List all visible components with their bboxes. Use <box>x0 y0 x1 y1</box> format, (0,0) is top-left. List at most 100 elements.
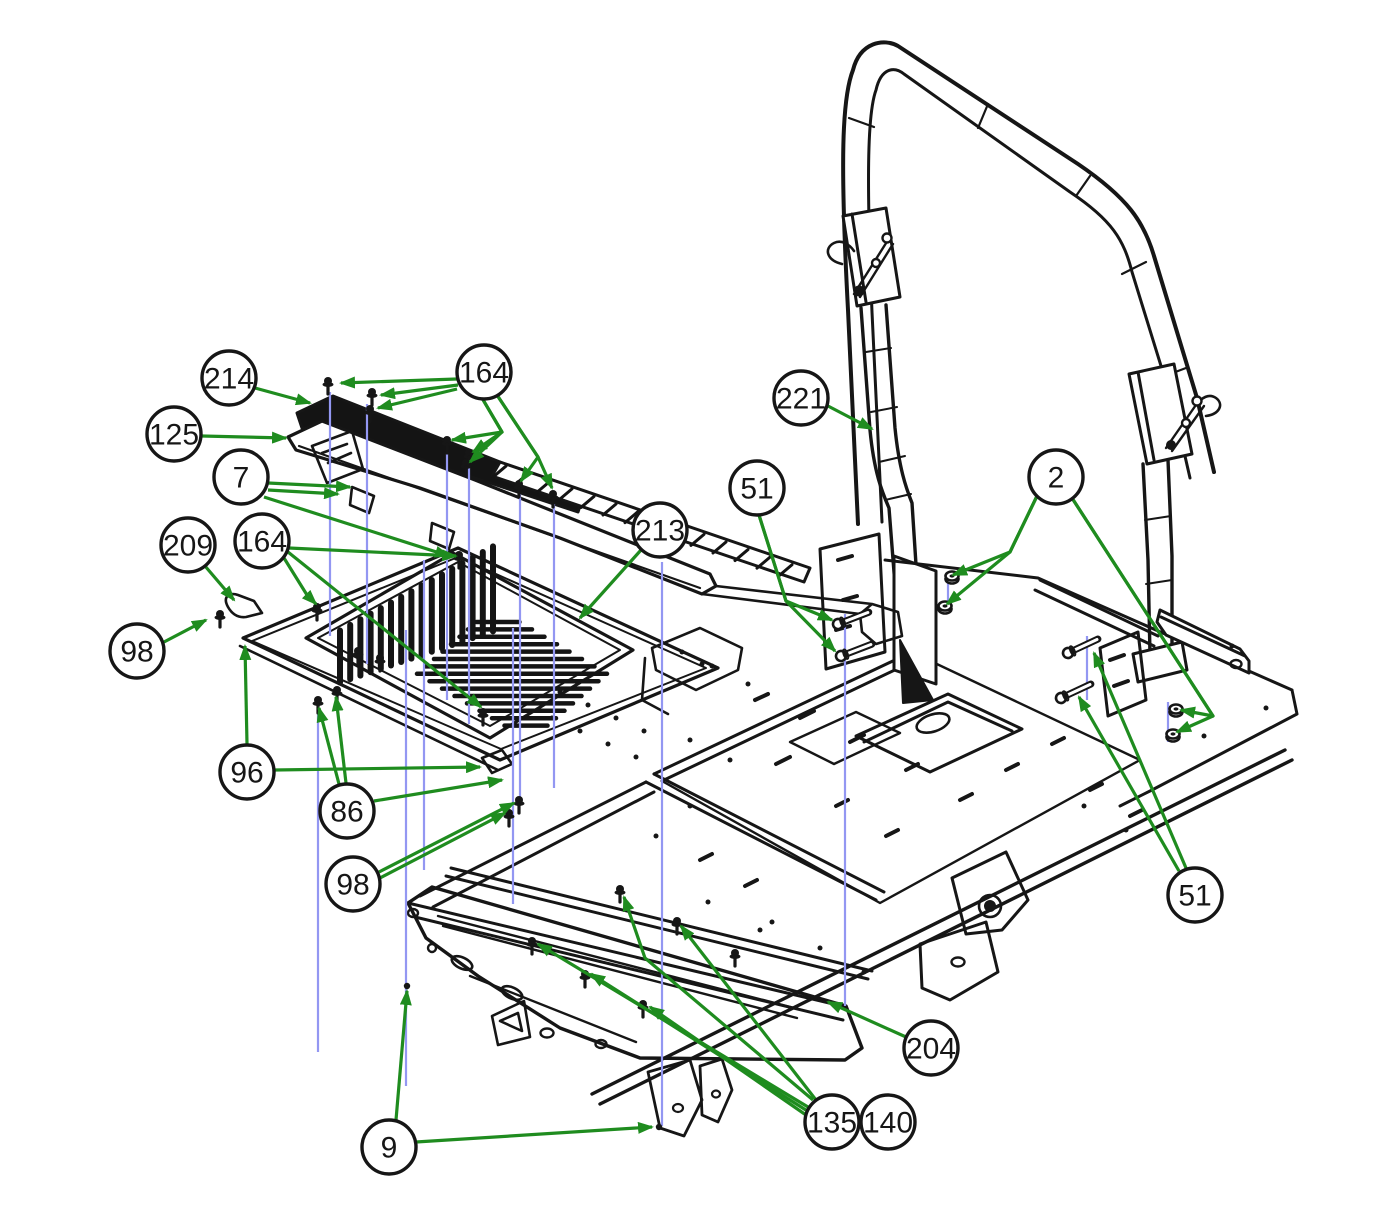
screw-fastener <box>614 885 626 904</box>
leader-arrow-135 <box>622 895 815 1102</box>
leader-arrows <box>163 376 1215 1144</box>
screw-fastener <box>322 377 334 396</box>
balloon-circle-2[interactable] <box>1027 448 1085 506</box>
balloon-circle-98-lower[interactable] <box>324 855 382 913</box>
dot-fastener <box>655 1123 663 1131</box>
bolt-fastener <box>834 640 876 663</box>
screw-fastener <box>513 796 525 815</box>
leader-arrow-135 <box>648 1005 807 1117</box>
leader-arrow-9 <box>394 989 412 1121</box>
nut-fastener <box>1168 703 1184 718</box>
balloon-2[interactable]: 2 <box>1027 448 1085 506</box>
screw-fastener <box>311 603 323 622</box>
balloon-circle-164-top[interactable] <box>455 343 513 401</box>
leader-arrow-98-left <box>163 618 208 644</box>
floor-plate <box>286 419 904 646</box>
balloon-label-204: 204 <box>906 1033 956 1066</box>
balloon-7[interactable]: 7 <box>212 448 270 506</box>
screw-fastener <box>364 405 376 424</box>
balloon-9[interactable]: 9 <box>360 1118 418 1176</box>
leader-arrow-7 <box>267 480 352 493</box>
balloon-96[interactable]: 96 <box>218 743 276 801</box>
balloon-164-left[interactable]: 164 <box>233 512 291 570</box>
balloon-circle-51-right[interactable] <box>1166 866 1224 924</box>
leader-arrow-51-right <box>1077 695 1181 872</box>
balloon-140[interactable]: 140 <box>859 1093 917 1151</box>
balloon-circle-125[interactable] <box>145 405 203 463</box>
leader-arrow-204 <box>826 1000 907 1039</box>
balloon-circle-214[interactable] <box>200 349 258 407</box>
balloon-135[interactable]: 135 <box>803 1093 861 1151</box>
balloon-125[interactable]: 125 <box>145 405 203 463</box>
leader-arrow-213 <box>578 548 643 620</box>
floor-tray <box>224 546 720 775</box>
leader-arrow-214 <box>254 386 312 406</box>
balloon-label-164-top: 164 <box>459 357 509 390</box>
chassis-frame <box>406 532 1299 1138</box>
balloon-circle-86[interactable] <box>318 782 376 840</box>
leader-arrow-2 <box>945 495 1039 606</box>
leader-arrow-125 <box>201 431 288 444</box>
balloon-209[interactable]: 209 <box>159 516 217 574</box>
balloon-circle-51-left[interactable] <box>728 459 786 517</box>
bolt-fastener <box>831 608 873 631</box>
leader-arrow-9 <box>415 1121 654 1144</box>
balloon-51-right[interactable]: 51 <box>1166 866 1224 924</box>
leader-arrow-164-left <box>288 546 458 562</box>
rops-roll-bar <box>826 40 1222 684</box>
balloon-circle-221[interactable] <box>772 369 830 427</box>
leader-arrow-96 <box>239 644 252 745</box>
balloon-circle-164-left[interactable] <box>233 512 291 570</box>
leader-arrow-98-lower <box>379 811 507 880</box>
leader-arrow-51-left <box>757 514 837 653</box>
balloon-98-lower[interactable]: 98 <box>324 855 382 913</box>
screw-fastener <box>579 970 591 989</box>
leader-arrow-96 <box>274 761 482 774</box>
balloon-label-51-left: 51 <box>740 473 773 506</box>
balloon-86[interactable]: 86 <box>318 782 376 840</box>
leader-arrow-86 <box>316 706 341 785</box>
balloon-51-left[interactable]: 51 <box>728 459 786 517</box>
balloon-label-140: 140 <box>863 1107 913 1140</box>
balloon-98-left[interactable]: 98 <box>108 622 166 680</box>
seat-support <box>854 692 1024 774</box>
leader-arrow-7 <box>263 495 451 558</box>
screw-fastener <box>513 480 525 499</box>
balloon-circle-7[interactable] <box>212 448 270 506</box>
balloon-circle-213[interactable] <box>631 501 689 559</box>
balloon-circle-140[interactable] <box>859 1093 917 1151</box>
leader-arrow-164-top <box>468 397 504 464</box>
nut-fastener <box>937 600 953 615</box>
screw-fastener <box>352 647 364 666</box>
balloon-circle-98-left[interactable] <box>108 622 166 680</box>
balloon-label-125: 125 <box>149 419 199 452</box>
leader-arrow-98-lower <box>378 801 516 874</box>
balloon-circle-204[interactable] <box>902 1019 960 1077</box>
balloon-circle-135[interactable] <box>803 1093 861 1151</box>
leader-arrow-164-top <box>376 387 458 411</box>
balloon-circle-209[interactable] <box>159 516 217 574</box>
leader-arrow-2 <box>1070 497 1215 734</box>
screw-fastener <box>460 459 472 478</box>
balloon-label-209: 209 <box>163 530 213 563</box>
screw-fastener <box>477 708 489 727</box>
leader-arrow-86 <box>331 695 348 784</box>
leader-arrow-51-right <box>1092 651 1188 869</box>
balloon-label-221: 221 <box>776 383 826 416</box>
bolt-fastener <box>1054 680 1095 705</box>
balloon-213[interactable]: 213 <box>631 501 689 559</box>
balloon-label-213: 213 <box>635 515 685 548</box>
balloon-label-7: 7 <box>233 462 250 495</box>
leader-arrow-209 <box>203 564 236 602</box>
caster-bracket <box>950 850 1030 936</box>
screw-fastener <box>671 917 683 936</box>
balloon-circle-96[interactable] <box>218 743 276 801</box>
balloon-circle-9[interactable] <box>360 1118 418 1176</box>
balloon-label-164-left: 164 <box>237 526 287 559</box>
balloon-221[interactable]: 221 <box>772 369 830 427</box>
balloon-214[interactable]: 214 <box>200 349 258 407</box>
balloon-204[interactable]: 204 <box>902 1019 960 1077</box>
balloon-164-top[interactable]: 164 <box>455 343 513 401</box>
